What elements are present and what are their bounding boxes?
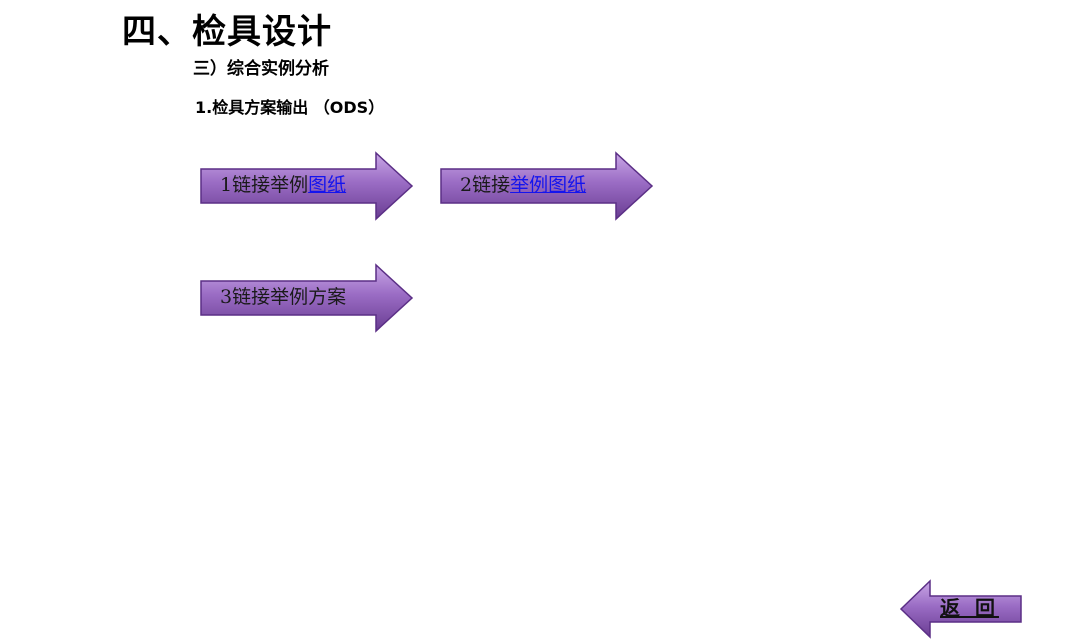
example-drawing-link[interactable]: 举例图纸 xyxy=(510,174,587,196)
slide-title: 四、检具设计 xyxy=(122,12,332,52)
link-label-3: 3链接举例方案 xyxy=(220,285,346,309)
link-label-2: 2链接举例图纸 xyxy=(460,173,586,197)
back-link[interactable]: 返 回 xyxy=(940,596,999,620)
link-prefix: 3链接举例方案 xyxy=(220,286,347,308)
link-prefix: 2链接 xyxy=(460,174,511,196)
right-arrow-icon xyxy=(440,151,654,221)
back-label: 返 回 xyxy=(940,596,999,620)
back-button[interactable]: 返 回 xyxy=(899,579,1022,639)
link-label-1: 1链接举例图纸 xyxy=(220,173,346,197)
section-heading: 1.检具方案输出 （ODS） xyxy=(195,98,385,117)
right-arrow-icon xyxy=(200,263,414,333)
drawing-link[interactable]: 图纸 xyxy=(308,174,347,196)
link-arrow-2[interactable]: 2链接举例图纸 xyxy=(440,151,654,221)
link-arrow-1[interactable]: 1链接举例图纸 xyxy=(200,151,414,221)
link-arrow-3[interactable]: 3链接举例方案 xyxy=(200,263,414,333)
slide-subtitle: 三）综合实例分析 xyxy=(193,59,329,79)
left-arrow-icon xyxy=(899,579,1022,639)
right-arrow-icon xyxy=(200,151,414,221)
link-prefix: 1链接举例 xyxy=(220,174,309,196)
